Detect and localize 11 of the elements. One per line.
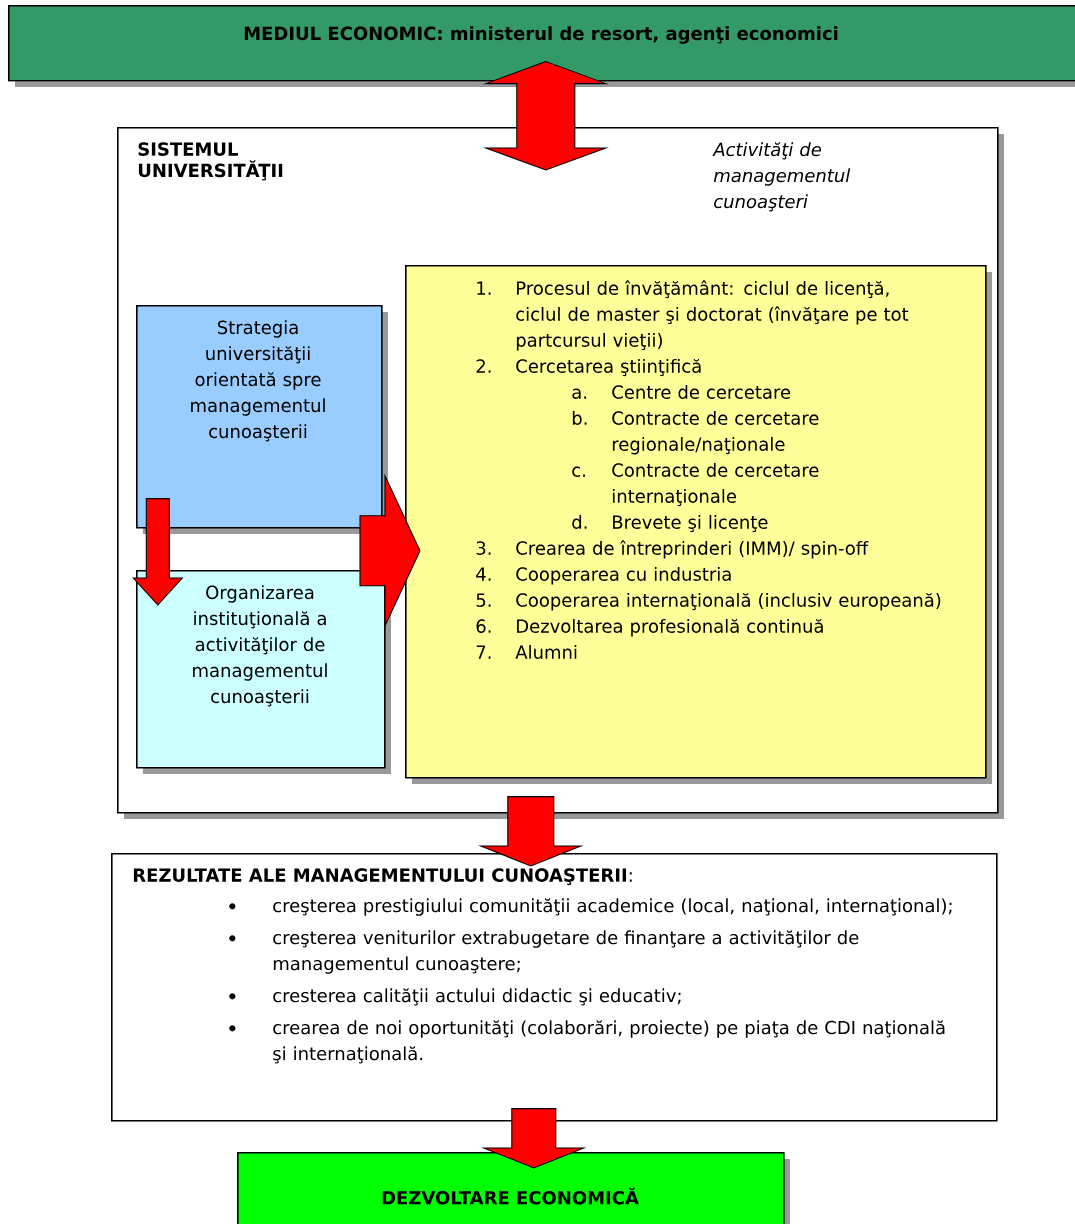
- block-arrow: [359, 473, 421, 629]
- banner-box: MEDIUL ECONOMIC: ministerul de resort, agenţi economici: [8, 5, 1075, 87]
- strategy-box: Strategia universităţii orientată spre managementul cunoaşterii: [136, 305, 388, 534]
- block-arrow: [482, 61, 609, 171]
- block-arrow: [481, 1108, 587, 1169]
- results-box: REZULTATE ALE MANAGEMENTULUI CUNOAŞTERII: creşterea prestigiului comunităţii academice (local, naţional, internaţional); creşterea veniturilor extrabugetare de finanţare a activităţilor de managementul cunoaştere; cresterea calităţii actului didactic şi educativ; crearea de noi oportunităţi (colaborări, proiecte) pe piaţa de CDI naţională şi internaţională.: [111, 853, 998, 1122]
- organization-box: Organizarea instituţională a activităţilor de managementul cunoaşterii: [136, 570, 391, 774]
- block-arrow: [478, 796, 584, 867]
- activities-box: 1. Procesul de învăţământ: ciclul de licenţă, ciclul de master şi doctorat (învăţare pe tot partcursul vieţii) 2. Cercetarea ştiinţifică a. Centre de cercetare b. Contracte de cercetare regionale/naţionale c. Contracte de cercetare internaţionale d. Brevete şi licenţe 3. Crearea de întreprinderi (IMM)/ spin-off 4. Cooperarea cu industria 5. Cooperarea internaţională (inclusiv europeană) 6. Dezvoltarea profesională continuă 7. Alumni: [405, 265, 992, 784]
- outcome-box: DEZVOLTARE ECONOMICĂ: [237, 1152, 790, 1224]
- block-arrow: [132, 498, 184, 606]
